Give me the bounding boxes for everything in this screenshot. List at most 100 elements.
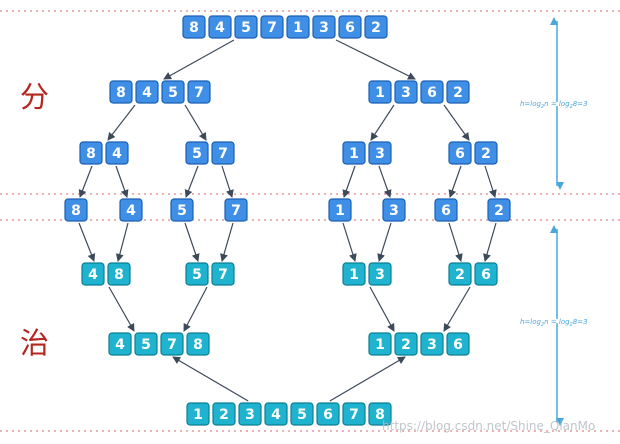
number-cell [79,141,103,165]
number-cell [212,402,236,426]
number-cell-value: 6 [453,337,463,353]
number-cell [260,15,284,39]
number-cell-value: 7 [218,267,228,283]
divide-level3-group-1: 4 [119,198,143,222]
number-cell-value: 7 [349,407,359,423]
number-cell-value: 7 [231,203,241,219]
number-cell-value: 2 [453,85,463,101]
number-cell [187,80,211,104]
number-cell-value: 2 [481,146,491,162]
number-cell [186,402,210,426]
number-cell-value: 3 [427,337,437,353]
merge-arrow [108,286,135,332]
number-cell [364,15,388,39]
split-arrow [184,165,199,198]
number-cell-value: 8 [189,20,199,36]
number-cell [290,402,314,426]
number-cell [342,141,366,165]
number-cell-value: 5 [192,146,202,162]
number-cell-value: 3 [401,85,411,101]
number-cell-value: 1 [335,203,345,219]
merge-arrow [115,222,129,262]
number-cell-value: 1 [375,85,385,101]
divide-level3-group-4: 1 [328,198,352,222]
number-cell-value: 5 [177,203,187,219]
number-cell [474,262,498,286]
number-cell [286,15,310,39]
number-cell [368,402,392,426]
merge-arrow [172,356,249,402]
number-cell-value: 4 [112,146,122,162]
number-cell-value: 8 [114,267,124,283]
number-cell [108,332,132,356]
number-cell [186,332,210,356]
number-cell [170,198,194,222]
number-cell [185,141,209,165]
number-cell [182,15,206,39]
number-cell-value: 4 [115,337,125,353]
number-cell-value: 7 [194,85,204,101]
number-cell [368,141,392,165]
divide-level3-group-0: 8 [64,198,88,222]
merge-arrow [329,356,406,402]
number-cell [420,332,444,356]
number-cell [448,262,472,286]
number-cell [160,332,184,356]
number-cell-value: 6 [441,203,451,219]
number-cell-value: 3 [245,407,255,423]
number-cell-value: 4 [271,407,281,423]
number-cell-value: 5 [192,267,202,283]
number-cell-value: 6 [455,146,465,162]
number-cell [238,402,262,426]
number-cell-value: 4 [215,20,225,36]
split-arrow [163,39,235,80]
number-cell-value: 8 [375,407,385,423]
number-cell-value: 3 [319,20,329,36]
number-cell [135,80,159,104]
divide-level3-group-6: 6 [434,198,458,222]
number-cell-value: 1 [349,267,359,283]
split-arrow [370,104,395,141]
merge-arrow [220,222,234,262]
number-cell [338,15,362,39]
number-cell [185,262,209,286]
number-cell [208,15,232,39]
number-cell [134,332,158,356]
split-arrow [115,165,129,198]
merge-arrow [342,222,357,262]
split-arrow [342,165,356,198]
split-arrow [378,165,392,198]
number-cell [342,262,366,286]
number-cell-value: 6 [481,267,491,283]
number-cell [382,198,406,222]
merge-arrow [78,222,96,262]
number-cell [446,332,470,356]
number-cell-value: 8 [193,337,203,353]
arrow-layer [78,39,497,402]
number-cell-value: 7 [218,146,228,162]
divide-level3-group-7: 2 [487,198,511,222]
split-arrow [484,165,497,198]
number-cell-value: 8 [116,85,126,101]
number-cell [234,15,258,39]
number-cell [224,198,248,222]
number-cell [109,80,133,104]
split-arrow [184,104,207,141]
number-cell-value: 5 [168,85,178,101]
number-cell [368,332,392,356]
number-cell [446,80,470,104]
number-cell-value: 8 [71,203,81,219]
number-cell [394,80,418,104]
number-cell [64,198,88,222]
number-cell-value: 5 [141,337,151,353]
number-cell-value: 6 [345,20,355,36]
split-arrow [448,165,462,198]
split-arrow [221,165,234,198]
divide-level3-group-5: 3 [382,198,406,222]
number-cell-value: 1 [349,146,359,162]
